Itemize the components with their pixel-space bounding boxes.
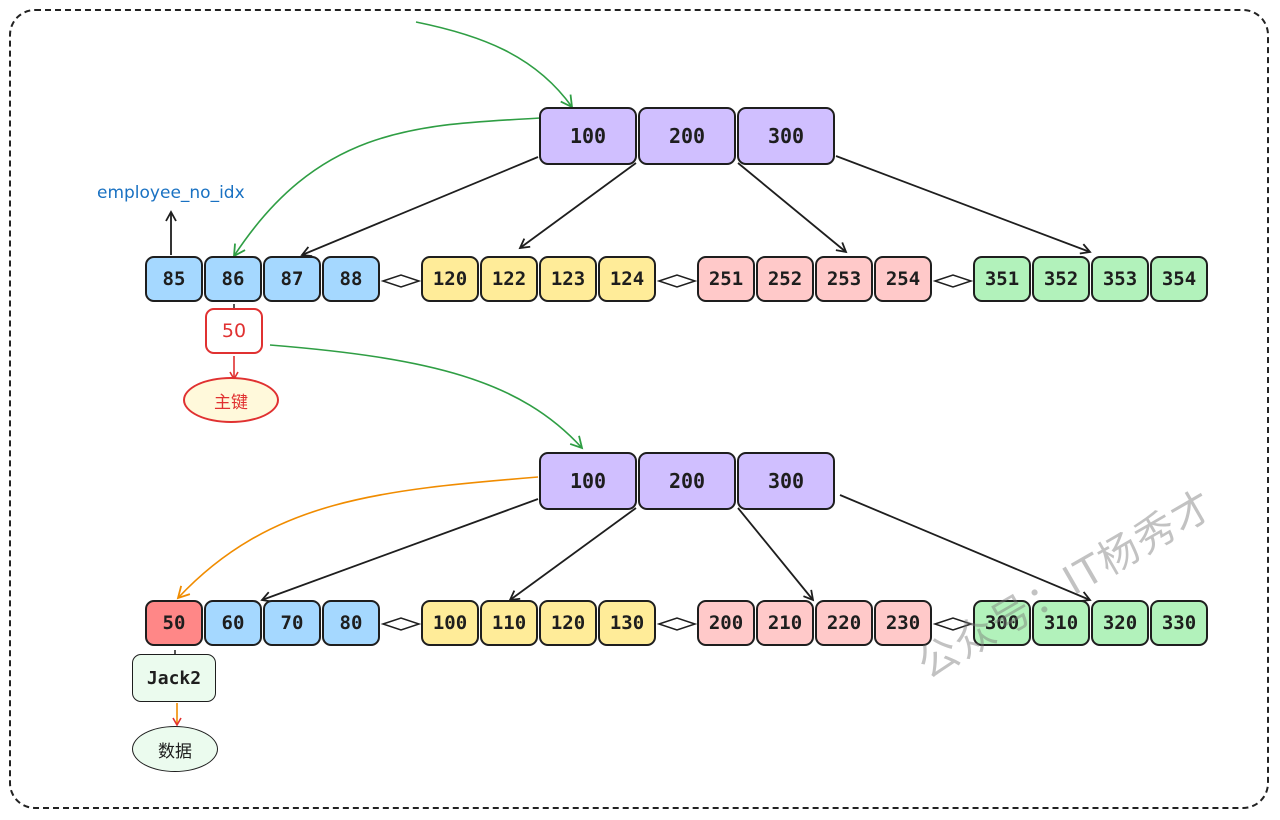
secondary-leaf-key: 252 <box>756 256 814 302</box>
clustered-root-node: 100 200 300 <box>539 452 836 510</box>
secondary-leaf-key: 254 <box>874 256 932 302</box>
clustered-leaf-node: 50 60 70 80 <box>145 600 381 646</box>
clustered-root-key: 200 <box>638 452 736 510</box>
clustered-leaf-key: 80 <box>322 600 380 646</box>
secondary-leaf-key: 353 <box>1091 256 1149 302</box>
primary-key-label: 主键 <box>183 377 279 423</box>
secondary-leaf-node: 85 86 87 88 <box>145 256 381 302</box>
secondary-leaf-node: 351 352 353 354 <box>973 256 1209 302</box>
secondary-leaf-key: 124 <box>598 256 656 302</box>
clustered-leaf-key: 120 <box>539 600 597 646</box>
clustered-root-key: 300 <box>737 452 835 510</box>
secondary-root-key: 300 <box>737 107 835 165</box>
clustered-leaf-node: 200 210 220 230 <box>697 600 933 646</box>
secondary-leaf-key: 351 <box>973 256 1031 302</box>
secondary-leaf-node: 120 122 123 124 <box>421 256 657 302</box>
secondary-leaf-key: 88 <box>322 256 380 302</box>
clustered-leaf-key: 320 <box>1091 600 1149 646</box>
clustered-leaf-key: 210 <box>756 600 814 646</box>
clustered-leaf-key: 60 <box>204 600 262 646</box>
clustered-leaf-key: 130 <box>598 600 656 646</box>
secondary-root-node: 100 200 300 <box>539 107 836 165</box>
secondary-leaf-key: 354 <box>1150 256 1208 302</box>
clustered-leaf-node: 300 310 320 330 <box>973 600 1209 646</box>
clustered-root-key: 100 <box>539 452 637 510</box>
clustered-leaf-key: 200 <box>697 600 755 646</box>
clustered-leaf-key-highlight: 50 <box>145 600 203 646</box>
clustered-leaf-key: 330 <box>1150 600 1208 646</box>
primary-key-value-box: 50 <box>205 308 263 354</box>
secondary-leaf-key: 122 <box>480 256 538 302</box>
secondary-leaf-key: 123 <box>539 256 597 302</box>
clustered-leaf-key: 110 <box>480 600 538 646</box>
clustered-leaf-key: 230 <box>874 600 932 646</box>
diagram-frame <box>9 9 1269 809</box>
secondary-leaf-node: 251 252 253 254 <box>697 256 933 302</box>
secondary-leaf-key: 85 <box>145 256 203 302</box>
clustered-leaf-key: 70 <box>263 600 321 646</box>
clustered-leaf-key: 310 <box>1032 600 1090 646</box>
secondary-leaf-key: 120 <box>421 256 479 302</box>
secondary-leaf-key: 253 <box>815 256 873 302</box>
secondary-leaf-key: 86 <box>204 256 262 302</box>
clustered-leaf-key: 220 <box>815 600 873 646</box>
secondary-leaf-key: 87 <box>263 256 321 302</box>
secondary-leaf-key: 352 <box>1032 256 1090 302</box>
clustered-leaf-key: 300 <box>973 600 1031 646</box>
index-name-label: employee_no_idx <box>97 183 245 203</box>
row-data-label: 数据 <box>132 726 218 772</box>
secondary-root-key: 100 <box>539 107 637 165</box>
clustered-leaf-node: 100 110 120 130 <box>421 600 657 646</box>
clustered-leaf-key: 100 <box>421 600 479 646</box>
row-value-box: Jack2 <box>132 654 216 702</box>
secondary-root-key: 200 <box>638 107 736 165</box>
secondary-leaf-key: 251 <box>697 256 755 302</box>
